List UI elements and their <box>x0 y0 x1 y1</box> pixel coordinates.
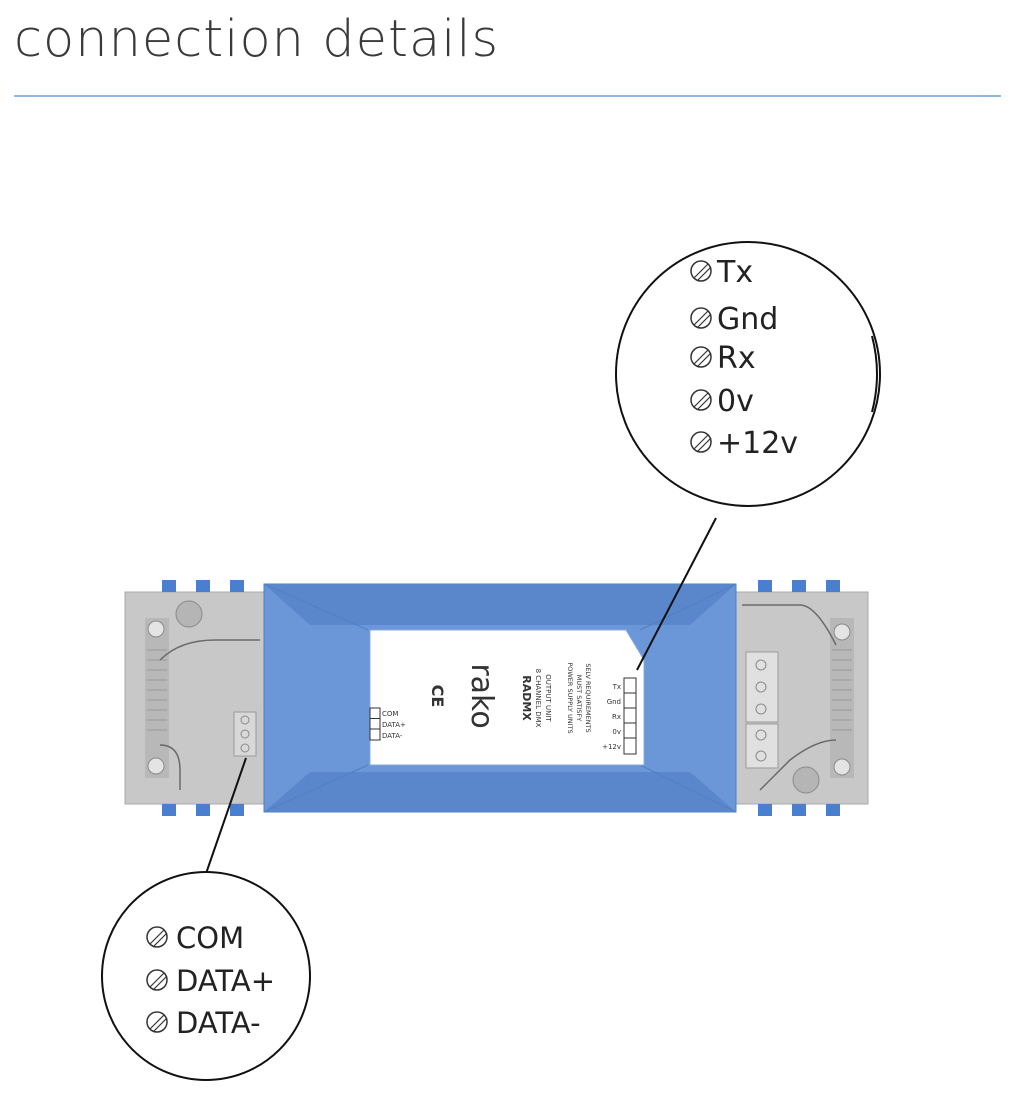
left-end-cap <box>124 591 266 805</box>
label-right-terminal-1: Tx <box>612 683 621 691</box>
dmx-output-unit: rako CE RADMX 8 CHANNEL DMX OUTPUT UNIT … <box>124 580 869 816</box>
label-left-terminal-1: COM <box>382 710 398 718</box>
top-terminal-12v: +12v <box>717 426 798 461</box>
label-right-terminal-2: Gnd <box>607 698 621 706</box>
description-line-2: OUTPUT UNIT <box>544 674 552 722</box>
ce-mark: CE <box>428 685 447 708</box>
terminal-screw-icon <box>146 1011 168 1033</box>
psu-line-1: POWER SUPPLY UNITS <box>566 662 574 733</box>
top-callout: Tx Gnd Rx 0v +12v <box>615 241 881 507</box>
terminal-screw-icon <box>690 260 712 282</box>
label-left-terminal-2: DATA+ <box>382 721 406 729</box>
terminal-screw-icon <box>146 926 168 948</box>
bottom-terminal-com: COM <box>176 921 244 955</box>
label-right-terminals: Tx Gnd Rx 0v +12v <box>602 677 637 755</box>
label-right-terminal-5: +12v <box>602 743 621 751</box>
psu-line-3: SELV REQUIREMENTS <box>584 663 592 732</box>
bottom-terminal-data-plus: DATA+ <box>176 964 275 998</box>
left-pins <box>162 580 244 816</box>
right-pins <box>758 580 840 816</box>
brand-logo: rako <box>464 663 499 728</box>
page-title: connection details <box>14 10 500 69</box>
label-text-group: rako CE RADMX 8 CHANNEL DMX OUTPUT UNIT … <box>428 662 592 733</box>
title-divider <box>14 95 1001 97</box>
terminal-screw-icon <box>690 389 712 411</box>
terminal-screw-icon <box>146 969 168 991</box>
top-terminal-gnd: Gnd <box>717 302 778 337</box>
terminal-screw-icon <box>690 307 712 329</box>
terminal-screw-icon <box>690 346 712 368</box>
psu-line-2: MUST SATISFY <box>575 675 583 721</box>
bottom-callout: COM DATA+ DATA- <box>101 871 311 1081</box>
label-right-terminal-4: 0v <box>612 728 621 736</box>
bottom-callout-leader <box>200 757 247 889</box>
top-terminal-0v: 0v <box>717 384 754 419</box>
device-label <box>369 629 645 766</box>
description-line-1: 8 CHANNEL DMX <box>534 669 542 728</box>
right-end-cap <box>733 591 869 805</box>
label-left-terminal-3: DATA- <box>382 732 403 740</box>
top-terminal-rx: Rx <box>717 341 756 376</box>
label-left-terminals: COM DATA+ DATA- <box>369 707 406 741</box>
bottom-terminal-data-minus: DATA- <box>176 1006 261 1040</box>
terminal-screw-icon <box>690 431 712 453</box>
label-right-terminal-3: Rx <box>612 713 621 721</box>
model-name: RADMX <box>520 675 533 721</box>
top-terminal-tx: Tx <box>716 255 753 290</box>
top-callout-leader <box>636 517 717 671</box>
